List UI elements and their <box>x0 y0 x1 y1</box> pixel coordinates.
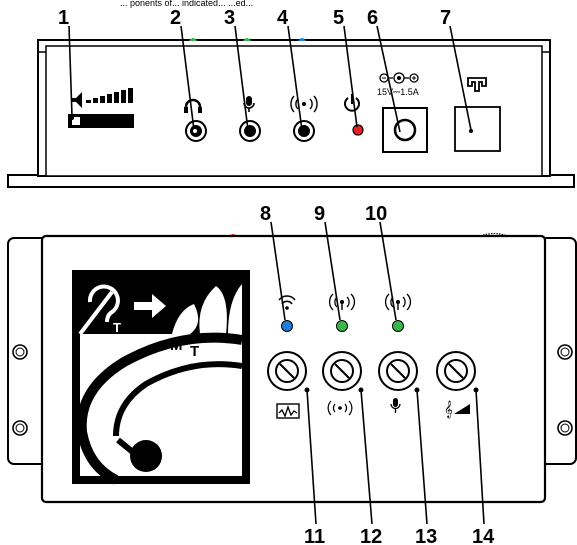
callout-11: 11 <box>304 526 325 545</box>
mount-screw-bottom-left <box>12 420 28 436</box>
callout-14: 14 <box>472 526 495 545</box>
callout-4: 4 <box>277 7 289 29</box>
broadcast-icon-2 <box>384 293 412 311</box>
callout-6: 6 <box>367 7 378 29</box>
broadcast-icon-1 <box>328 293 356 311</box>
volume-bar-icon <box>72 88 133 108</box>
callout-10: 10 <box>365 203 387 225</box>
led-tip-green-1 <box>189 38 197 41</box>
callout-2: 2 <box>170 7 181 29</box>
svg-text:𝄞: 𝄞 <box>444 400 453 418</box>
transmit-knob-icon <box>327 400 353 416</box>
callout-8: 8 <box>260 203 271 225</box>
led-tip-blue <box>298 38 306 41</box>
mount-screw-bottom-right <box>557 420 573 436</box>
callout-3: 3 <box>224 7 235 29</box>
t-label: T <box>190 343 199 360</box>
microphone-knob[interactable] <box>378 351 418 391</box>
tcoil-symbol-icon: T M T <box>72 270 250 485</box>
broadcast-led-2 <box>392 320 404 332</box>
headphones-icon <box>184 98 202 113</box>
t-port-icon <box>467 77 487 92</box>
transmit-jack[interactable] <box>293 120 315 142</box>
mount-screw-top-right <box>557 344 573 360</box>
mount-screw-top-left <box>12 344 28 360</box>
broadcast-led-1 <box>336 320 348 332</box>
t-port[interactable] <box>454 106 501 152</box>
treble-volume-knob[interactable] <box>436 351 476 391</box>
callout-12: 12 <box>360 526 382 545</box>
led-tip-green-2 <box>243 38 251 41</box>
front-panel: T M T <box>7 203 577 545</box>
volume-display-level <box>72 117 80 125</box>
power-rating-label: 15V⎓1.5A <box>377 87 419 97</box>
callout-1: 1 <box>58 7 69 29</box>
equalizer-knob[interactable] <box>267 351 307 391</box>
callout-7: 7 <box>440 7 451 29</box>
back-panel: 15V⎓1.5A 1 2 3 4 5 6 7 <box>7 7 575 188</box>
treble-volume-icon: 𝄞 <box>444 400 470 418</box>
volume-display <box>68 114 134 128</box>
transmit-knob[interactable] <box>322 351 362 391</box>
callout-5: 5 <box>333 7 344 29</box>
power-icon <box>344 94 360 112</box>
transmit-icon <box>290 95 318 113</box>
header-text: ... ponents of... indicated... ...ed... <box>120 0 253 8</box>
power-led <box>352 124 364 136</box>
microphone-knob-icon <box>390 398 401 413</box>
dc-power-port[interactable] <box>382 107 428 153</box>
callout-9: 9 <box>314 203 325 225</box>
dc-polarity-icon <box>379 72 419 84</box>
equalizer-icon <box>276 403 300 419</box>
callout-13: 13 <box>415 526 437 545</box>
t-small-label: T <box>113 320 121 335</box>
microphone-jack[interactable] <box>239 120 261 142</box>
wifi-led <box>281 320 293 332</box>
